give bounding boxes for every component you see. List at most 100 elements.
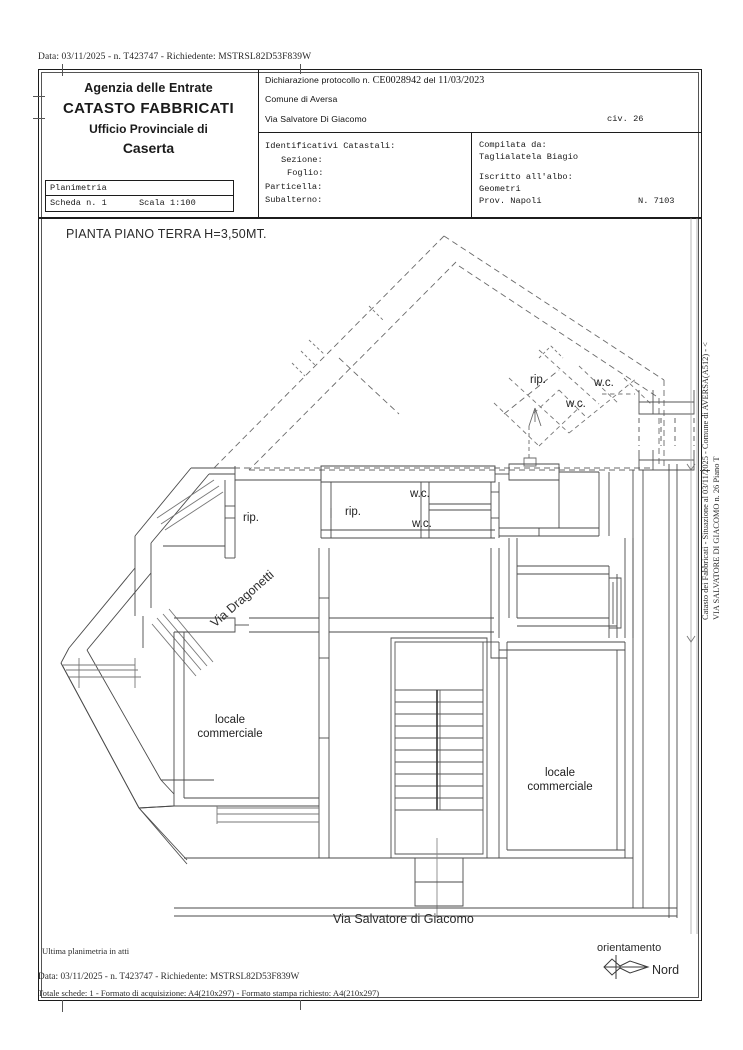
stair-entry-vestibule [414, 858, 464, 907]
civico-value: civ. 26 [607, 114, 644, 124]
frame-tick-left-upper [33, 96, 45, 97]
protocol-number: CE0028942 [372, 75, 422, 86]
right-door-detail [609, 577, 622, 629]
street-label-via-salvatore-di-giacomo: Via Salvatore di Giacomo [333, 912, 474, 926]
scheda-number: Scheda n. 1 [50, 198, 107, 208]
frame-tick-right-mid [700, 470, 710, 471]
room-label-wc-mid-lower: w.c. [412, 518, 432, 530]
foglio-label: Foglio: [287, 168, 324, 178]
wall-top-center-block [320, 465, 496, 483]
top-request-line: Data: 03/11/2025 - n. T423747 - Richiede… [38, 52, 312, 62]
identificativi-catastali-block: Identificativi Catastali: Sezione: Fogli… [265, 140, 395, 208]
drop-line-symbol [523, 407, 542, 467]
floor-plan-drawing: Via Dragonetti [39, 218, 701, 934]
agency-block: Agenzia delle Entrate CATASTO FABBRICATI… [39, 80, 258, 158]
albo-value: Geometri [479, 183, 521, 194]
document-inner-frame [41, 72, 699, 998]
identificativi-title: Identificativi Catastali: [265, 141, 396, 151]
locale-commerciale-right-label: locale commerciale [515, 767, 605, 794]
header-band: Agenzia delle Entrate CATASTO FABBRICATI… [39, 70, 701, 219]
provincia-value: Prov. Napoli [479, 196, 542, 206]
frame-tick-top-mid [300, 64, 301, 74]
bottom-left-outer-diagonal [60, 662, 188, 865]
left-lower-window-band [216, 806, 319, 824]
protocol-del-label: del [423, 75, 436, 85]
compilata-label: Compilata da: [479, 140, 547, 150]
planimetria-info-box: Planimetria Scheda n. 1 Scala 1:100 [45, 180, 234, 212]
locale-left-line1: locale [214, 714, 246, 726]
frame-tick-bottom-mid [300, 1000, 301, 1010]
projected-partitions [493, 349, 652, 447]
room-rip-left [163, 480, 236, 559]
compilata-name: Taglialatela Biagio [479, 151, 579, 162]
lower-diagonal-shopfront [151, 608, 214, 677]
protocol-line: Dichiarazione protocollo n. CE0028942 de… [265, 75, 484, 86]
left-inner-wall [134, 568, 152, 648]
header-horizontal-divider [258, 132, 701, 134]
planimetria-label: Planimetria [50, 183, 107, 193]
locale-right-line2: commerciale [527, 780, 593, 793]
locale-commerciale-left [173, 632, 319, 807]
locale-commerciale-right [498, 641, 633, 859]
right-upper-block [558, 472, 610, 536]
central-spine [318, 548, 500, 858]
protocol-label: Dichiarazione protocollo n. [265, 75, 371, 85]
mid-horizontal-band [174, 617, 494, 633]
subalterno-label: Subalterno: [265, 195, 323, 205]
room-label-rip-upper-left: rip. [530, 374, 546, 386]
floor-plan-svg [60, 218, 698, 934]
room-label-rip-mid-center: rip. [345, 506, 361, 518]
corridor-right-upper [499, 527, 599, 537]
right-unit-notch [483, 638, 507, 659]
agency-line-3: Ufficio Provinciale di [89, 121, 208, 136]
header-vertical-divider-2 [471, 132, 473, 217]
particella-label: Particella: [265, 181, 323, 192]
right-middle-rooms [508, 538, 634, 638]
agency-line-2: CATASTO FABBRICATI [62, 99, 235, 117]
footer-data-line: Data: 03/11/2025 - n. T423747 - Richiede… [38, 972, 300, 982]
orientamento-label: orientamento [597, 942, 662, 954]
diagonal-shopfront-hatch [156, 479, 224, 531]
bottom-street-wall [138, 805, 677, 917]
sezione-label: Sezione: [281, 154, 323, 165]
albo-number: N. 7103 [638, 196, 675, 206]
locale-commerciale-left-label: locale commerciale [185, 714, 275, 741]
nord-label: Nord [652, 963, 680, 977]
room-label-wc-upper-right: w.c. [594, 377, 614, 389]
header-vertical-divider [258, 70, 260, 217]
footer-ultima-planimetria: Ultima planimetria in atti [42, 946, 130, 956]
albo-label: Iscritto all'albo: [479, 172, 573, 182]
agency-line-1: Agenzia delle Entrate [84, 81, 213, 95]
compilata-block: Compilata da: Taglialatela Biagio Iscrit… [479, 140, 578, 195]
room-wc-block [420, 482, 500, 538]
room-label-wc-mid-upper: w.c. [410, 488, 430, 500]
via-line: Via Salvatore Di Giacomo [265, 114, 367, 124]
protocol-date: 11/03/2023 [438, 75, 485, 86]
header-bottom-divider [39, 217, 701, 219]
locale-right-line1: locale [544, 767, 576, 779]
planimetria-box-divider [46, 195, 233, 196]
locale-left-line2: commerciale [197, 727, 263, 740]
frame-tick-bottom-left [62, 1000, 63, 1012]
diagonal-street-wall [134, 467, 235, 573]
left-outer-boundary [60, 567, 214, 809]
right-guide-arrows [686, 463, 696, 643]
footer-totale-line: Totale schede: 1 - Formato di acquisizio… [38, 988, 380, 998]
right-margin-guides [690, 218, 698, 934]
room-label-wc-upper-mid: w.c. [566, 398, 586, 410]
upper-right-stair-block [638, 390, 695, 471]
plan-title: PIANTA PIANO TERRA H=3,50MT. [66, 227, 267, 241]
projected-outline-dashed [213, 235, 665, 471]
side-margin-line-2: VIA SALVATORE DI GIACOMO n. 26 Piano T [712, 456, 721, 620]
document-outer-frame [38, 69, 702, 1001]
left-window-band [63, 658, 141, 688]
comune-line: Comune di Aversa [265, 94, 338, 104]
room-label-rip-mid-left: rip. [243, 512, 259, 524]
room-rip-center [320, 482, 495, 539]
side-margin-line-1: Catasto dei Fabbricati - Situazione al 0… [701, 342, 710, 620]
agency-line-4: Caserta [122, 139, 175, 156]
right-outer-wall [632, 464, 678, 918]
frame-tick-top-left [62, 64, 63, 76]
central-staircase [390, 637, 488, 918]
left-bottom-connection [138, 779, 188, 861]
